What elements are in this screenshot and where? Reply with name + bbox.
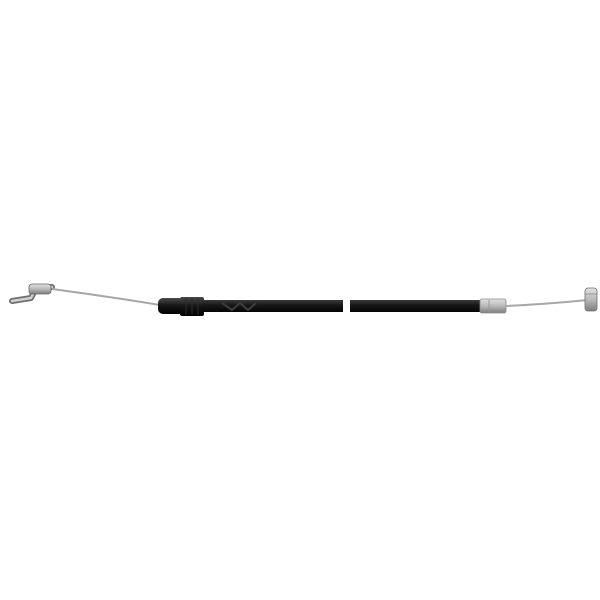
left-z-bend-fitting: [9, 283, 55, 304]
right-barrel-nipple: [584, 287, 598, 312]
right-inner-wire: [505, 299, 589, 307]
outer-sheath-left: [203, 300, 343, 312]
sheath-highlight: [221, 301, 257, 312]
outer-sheath-right: [350, 300, 482, 312]
sheath-end-collar: [158, 297, 204, 316]
right-ferrule: [479, 298, 507, 314]
left-inner-wire: [51, 288, 161, 306]
